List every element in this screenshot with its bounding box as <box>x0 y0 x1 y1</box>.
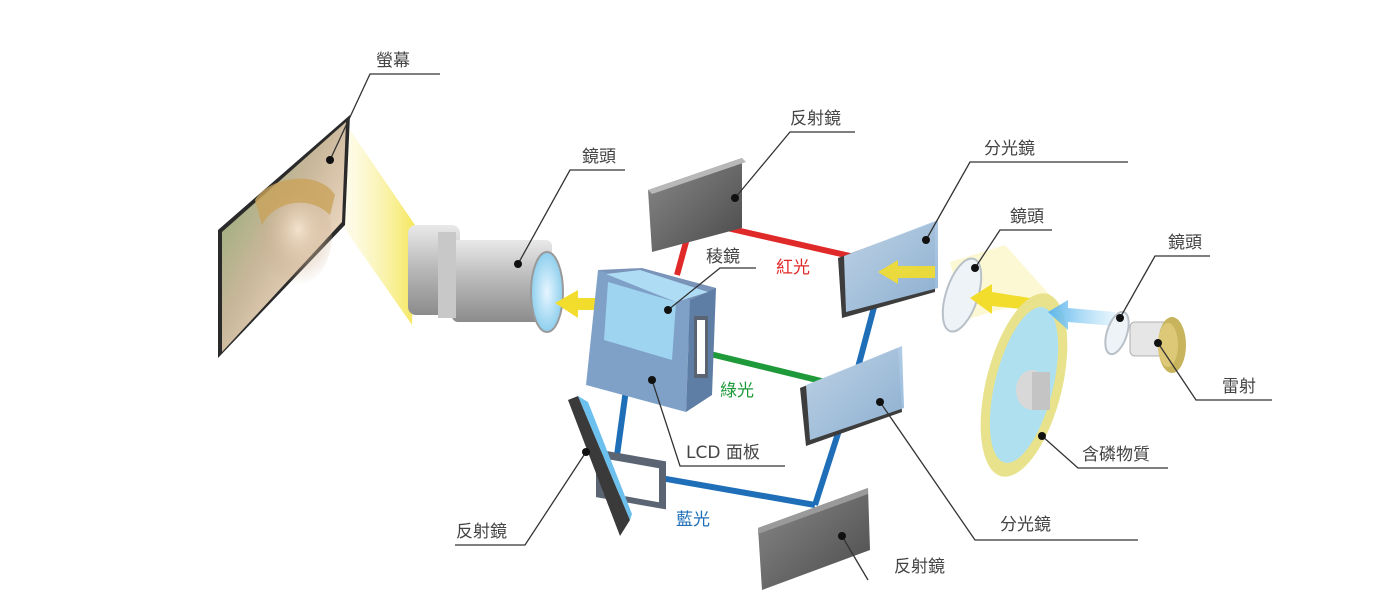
label-red-beam: 紅光 <box>776 258 810 278</box>
mirror-bottom <box>758 488 870 590</box>
laser-source <box>1129 317 1186 373</box>
label-lcd-panel: LCD 面板 <box>686 443 760 463</box>
label-green-beam: 綠光 <box>720 381 754 401</box>
screen <box>218 115 415 358</box>
label-dichroic-bottom: 分光鏡 <box>1000 515 1051 535</box>
label-dichroic-top: 分光鏡 <box>984 139 1035 159</box>
label-prism: 稜鏡 <box>706 247 740 267</box>
prism <box>586 268 716 510</box>
label-lens-laser: 鏡頭 <box>1168 233 1202 253</box>
label-blue-beam: 藍光 <box>676 510 710 530</box>
projection-lens <box>408 225 564 333</box>
yellow-arrow-top-dichroic <box>878 260 935 284</box>
label-screen: 螢幕 <box>376 51 410 71</box>
yellow-arrow-middle <box>970 284 1030 314</box>
mirror-left <box>568 396 632 536</box>
label-mirror-top: 反射鏡 <box>790 109 841 129</box>
label-mirror-bottom: 反射鏡 <box>894 557 945 577</box>
label-mirror-left: 反射鏡 <box>456 522 507 542</box>
yellow-arrow-to-lens <box>555 290 600 318</box>
dichroic-bottom <box>800 346 904 446</box>
projection-light-cone <box>340 130 415 325</box>
laser-arrow <box>1048 300 1115 330</box>
label-phosphor: 含磷物質 <box>1082 445 1150 465</box>
label-lens-middle: 鏡頭 <box>1010 207 1044 227</box>
mirror-top <box>648 158 746 252</box>
leader-lines <box>326 73 1272 581</box>
phosphor-wheel <box>980 293 1068 477</box>
label-projection-lens: 鏡頭 <box>582 147 616 167</box>
labels: 螢幕 鏡頭 反射鏡 分光鏡 鏡頭 鏡頭 雷射 含磷物質 分光鏡 稜鏡 LCD 面… <box>376 51 1256 577</box>
label-laser: 雷射 <box>1222 377 1256 397</box>
